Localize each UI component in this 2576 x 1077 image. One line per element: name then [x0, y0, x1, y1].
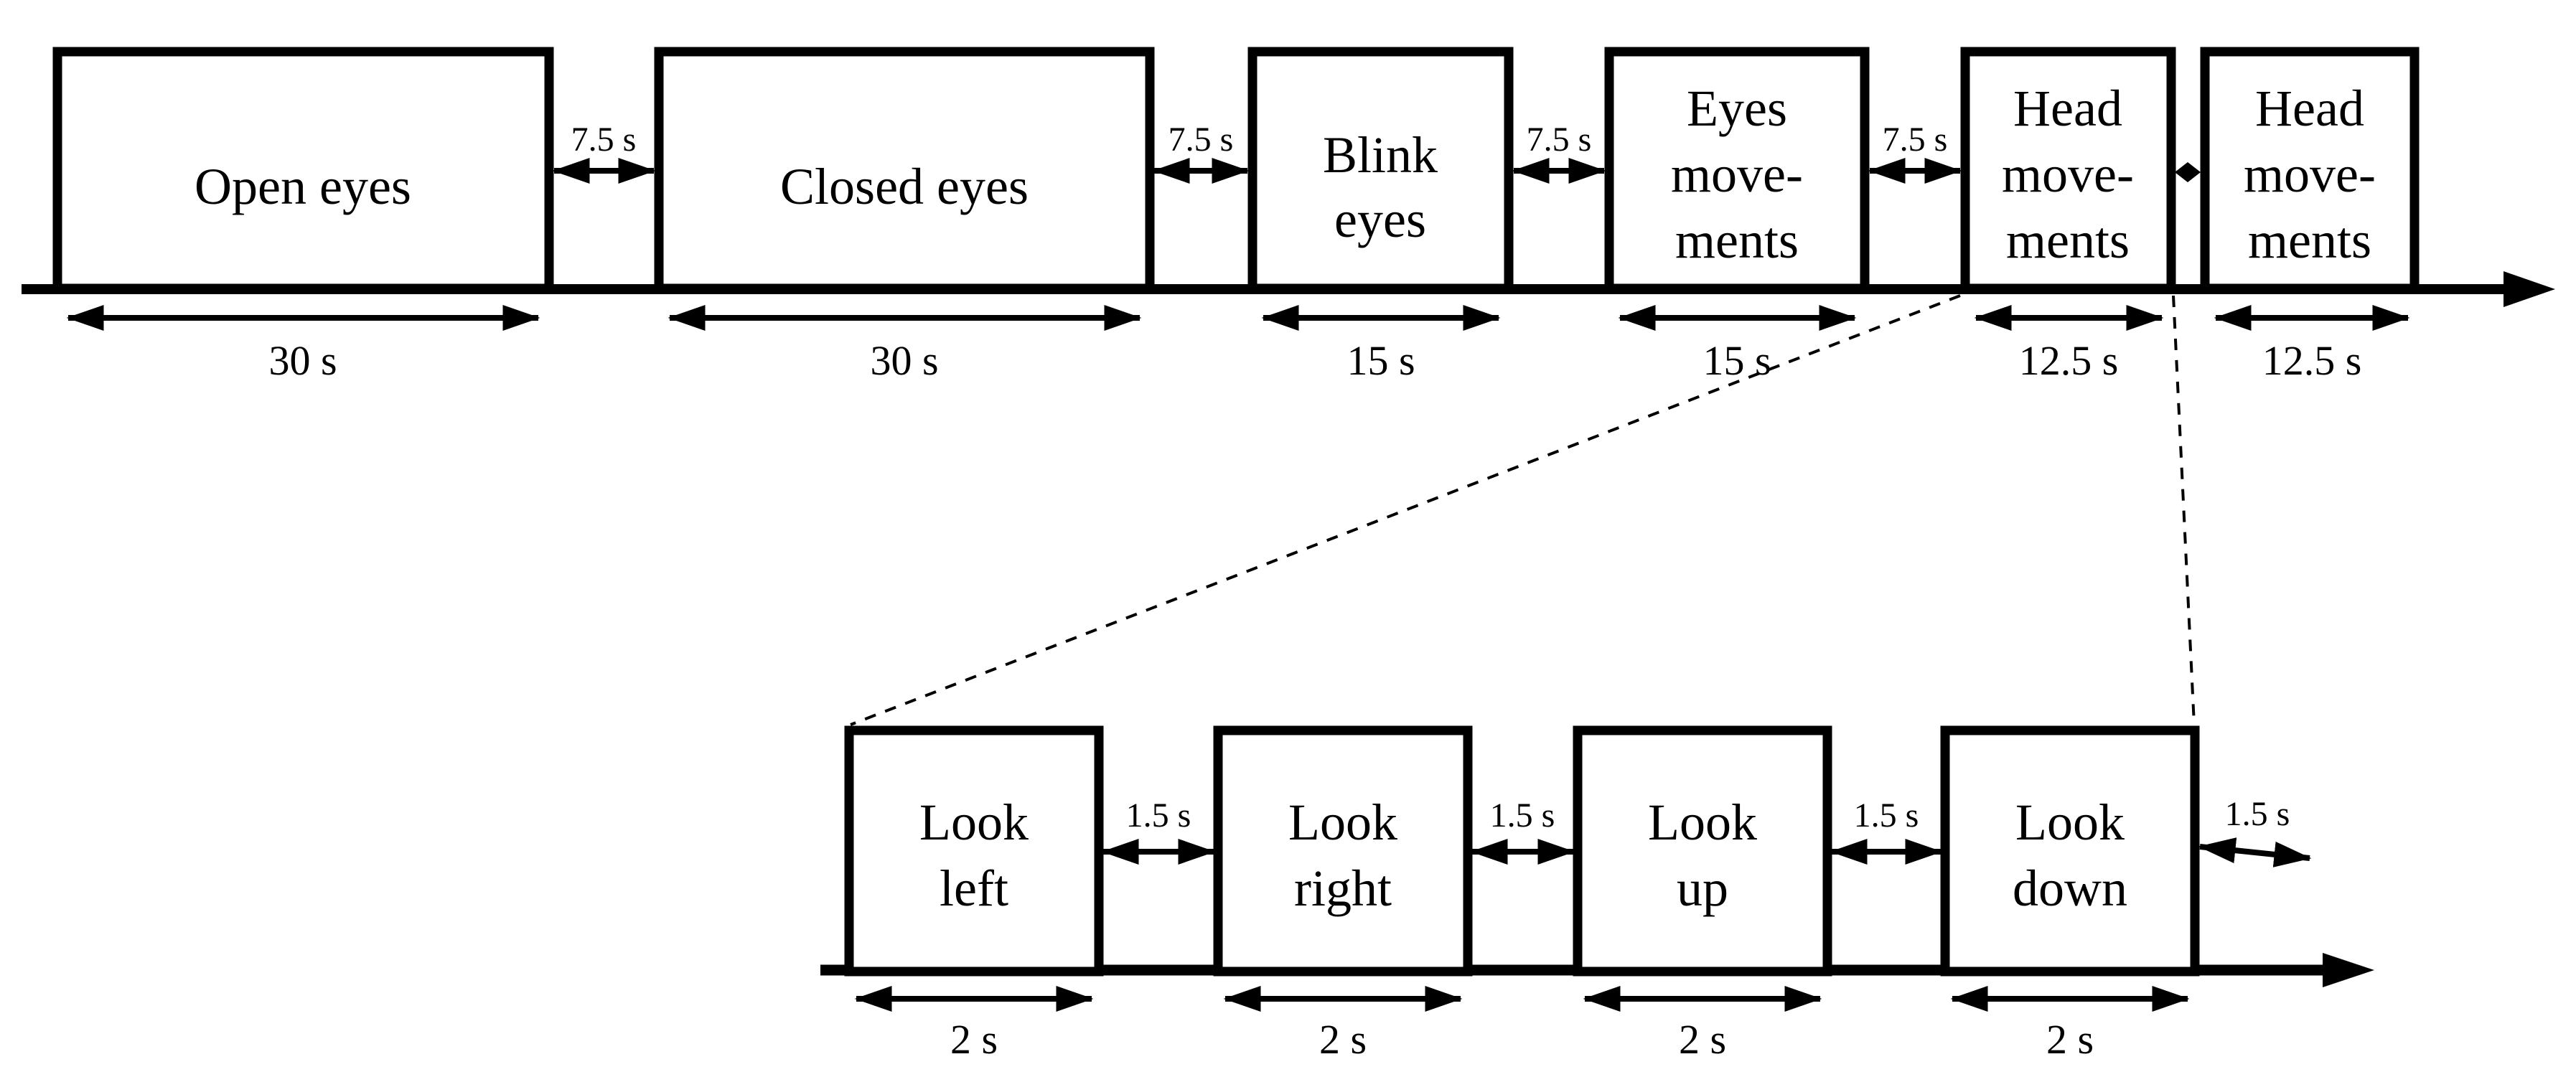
duration-label-closed-eyes: 30 s	[870, 337, 938, 384]
block-look-left	[844, 725, 1104, 977]
block-closed-eyes	[654, 47, 1155, 293]
gap-diamond-icon	[2175, 162, 2201, 182]
main-timeline: Open eyes Closed eyes Blink eyes Eyes mo…	[22, 47, 2555, 384]
block-blink-eyes-label-line2: eyes	[1334, 191, 1426, 248]
block-head-movements-2	[2200, 47, 2420, 293]
block-look-right-label-line2: right	[1294, 860, 1392, 917]
detail-axis-arrowhead-icon	[2323, 953, 2374, 987]
gap-label-2: 7.5 s	[1168, 121, 1234, 159]
detail-gap-label-4: 1.5 s	[2225, 795, 2290, 833]
block-look-up-label-line1: Look	[1648, 794, 1757, 851]
block-head-movements-2-label-line3: ments	[2248, 212, 2371, 269]
block-eyes-movements-label-line2: move-	[1671, 146, 1803, 203]
detail-duration-label-look-left: 2 s	[950, 1016, 998, 1063]
block-head-movements-1-label-line2: move-	[2002, 146, 2134, 203]
gap-label-1: 7.5 s	[571, 121, 637, 159]
detail-duration-label-look-down: 2 s	[2046, 1016, 2094, 1063]
block-open-eyes	[52, 47, 554, 293]
block-look-down	[1940, 725, 2200, 977]
block-look-up	[1573, 725, 1832, 977]
block-eyes-movements-label-line1: Eyes	[1687, 80, 1787, 137]
block-look-up-label-line2: up	[1677, 860, 1728, 917]
gap-label-3: 7.5 s	[1527, 121, 1592, 159]
detail-gap-label-2: 1.5 s	[1490, 796, 1555, 834]
block-head-movements-2-label-line1: Head	[2255, 80, 2364, 137]
block-head-movements-1-label-line1: Head	[2013, 80, 2122, 137]
block-blink-eyes-label-line1: Blink	[1323, 126, 1438, 184]
block-look-right	[1213, 725, 1473, 977]
detail-gap-label-3: 1.5 s	[1854, 796, 1919, 834]
block-look-down-label-line2: down	[2013, 860, 2127, 917]
zoom-connector-right	[2172, 295, 2196, 725]
duration-label-head-movements-1: 12.5 s	[2019, 337, 2119, 384]
detail-duration-label-look-up: 2 s	[1679, 1016, 1726, 1063]
duration-label-open-eyes: 30 s	[268, 337, 337, 384]
detail-gap-label-1: 1.5 s	[1126, 796, 1191, 834]
main-axis-arrowhead-icon	[2504, 271, 2555, 307]
duration-label-head-movements-2: 12.5 s	[2262, 337, 2362, 384]
gap-label-4: 7.5 s	[1883, 121, 1948, 159]
block-open-eyes-label: Open eyes	[195, 158, 411, 215]
detail-duration-label-look-right: 2 s	[1319, 1016, 1367, 1063]
block-look-left-label-line1: Look	[919, 794, 1029, 851]
zoom-connector-left	[850, 294, 1961, 726]
block-closed-eyes-label: Closed eyes	[780, 158, 1029, 215]
block-head-movements-1	[1960, 47, 2176, 293]
block-head-movements-2-label-line2: move-	[2244, 146, 2376, 203]
duration-label-eyes-movements: 15 s	[1702, 337, 1771, 384]
block-look-down-label-line1: Look	[2015, 794, 2125, 851]
block-look-right-label-line1: Look	[1288, 794, 1397, 851]
block-head-movements-1-label-line3: ments	[2006, 212, 2130, 269]
block-eyes-movements-label-line3: ments	[1675, 212, 1799, 269]
block-blink-eyes	[1247, 47, 1514, 293]
block-look-left-label-line2: left	[940, 860, 1008, 917]
duration-label-blink-eyes: 15 s	[1346, 337, 1415, 384]
detail-gap-arrow-4	[2198, 837, 2312, 867]
detail-timeline: Look left Look right Look up Look down 1…	[820, 725, 2374, 1063]
block-eyes-movements	[1604, 47, 1870, 293]
